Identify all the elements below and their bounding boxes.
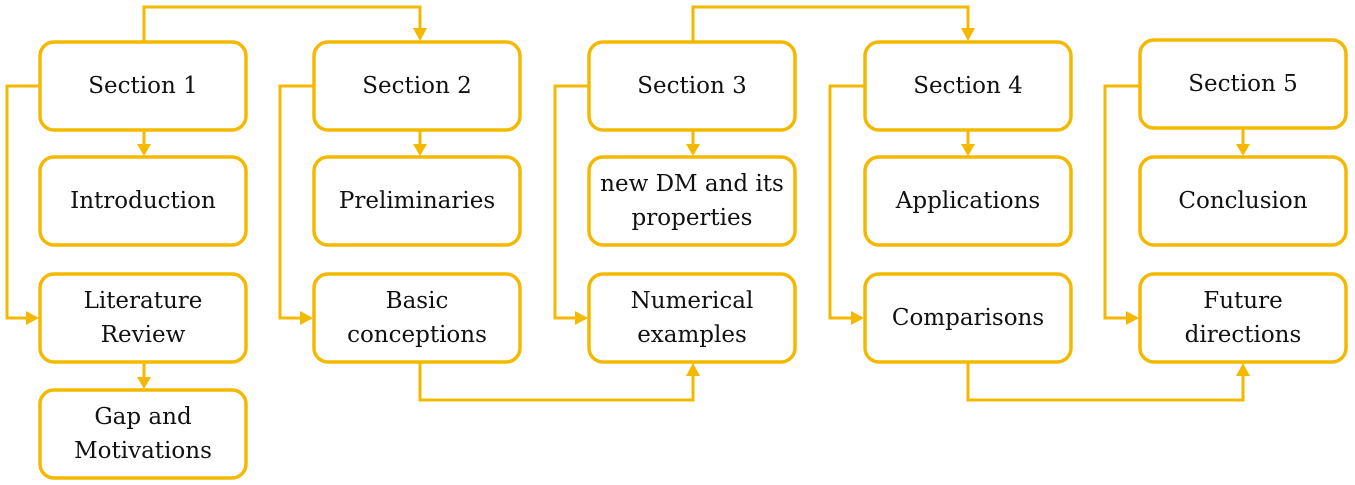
- connector-section1-to-section2: [142, 5, 422, 42]
- connector-s1-literature: [5, 84, 40, 320]
- section-3-title: Section 3: [637, 73, 747, 99]
- section-4-title: Section 4: [913, 73, 1023, 99]
- basic-conceptions-label: Basic conceptions: [347, 288, 487, 348]
- new-dm-box: [587, 155, 797, 247]
- introduction-label: Introduction: [70, 188, 216, 214]
- arrowhead-future: [1126, 311, 1139, 325]
- comparisons-label: Comparisons: [891, 305, 1045, 331]
- connector-basic-to-numerical: [418, 362, 695, 402]
- numerical-examples-box: [587, 272, 797, 364]
- applications-box: [863, 155, 1073, 247]
- introduction-box: [38, 155, 248, 247]
- arrowhead-conclusion: [1236, 144, 1250, 156]
- arrowhead-numerical: [575, 311, 588, 325]
- connector-comparisons-to-future: [966, 362, 1245, 402]
- arrowhead-numerical-bottom: [686, 363, 700, 376]
- preliminaries-label: Preliminaries: [338, 188, 496, 214]
- arrowhead-section4: [961, 28, 975, 41]
- arrowhead-section2: [413, 28, 427, 41]
- arrowhead-new-dm: [686, 144, 700, 156]
- section-5-title: Section 5: [1188, 71, 1298, 97]
- conclusion-box: [1138, 155, 1348, 247]
- connector-s3-numerical: [553, 84, 589, 320]
- future-directions-box: [1138, 272, 1348, 364]
- arrowhead-introduction: [137, 144, 151, 156]
- arrowhead-gap: [137, 377, 151, 389]
- arrowhead-future-bottom: [1236, 363, 1250, 376]
- gap-motivations-label: Gap and Motivations: [74, 404, 212, 464]
- new-dm-label: new DM and its properties: [600, 171, 784, 231]
- arrowhead-comparisons: [851, 311, 864, 325]
- preliminaries-box: [312, 155, 522, 247]
- applications-label: Applications: [895, 188, 1041, 214]
- connector-s2-basic: [278, 84, 314, 320]
- future-directions-label: Future directions: [1184, 288, 1302, 348]
- gap-motivations-box: [38, 388, 248, 480]
- connector-s5-future: [1103, 84, 1140, 320]
- connector-s4-comparisons: [828, 84, 865, 320]
- arrowhead-preliminaries: [413, 144, 427, 156]
- arrowhead-basic: [300, 311, 313, 325]
- arrowhead-literature: [26, 311, 39, 325]
- connector-section3-to-section4: [691, 5, 970, 42]
- arrowhead-applications: [961, 144, 975, 156]
- conclusion-label: Conclusion: [1178, 188, 1308, 214]
- basic-conceptions-box: [312, 272, 522, 364]
- section-1-title: Section 1: [88, 73, 198, 99]
- literature-review-label: Literature Review: [83, 288, 203, 348]
- section-2-title: Section 2: [362, 73, 472, 99]
- numerical-examples-label: Numerical examples: [630, 288, 754, 348]
